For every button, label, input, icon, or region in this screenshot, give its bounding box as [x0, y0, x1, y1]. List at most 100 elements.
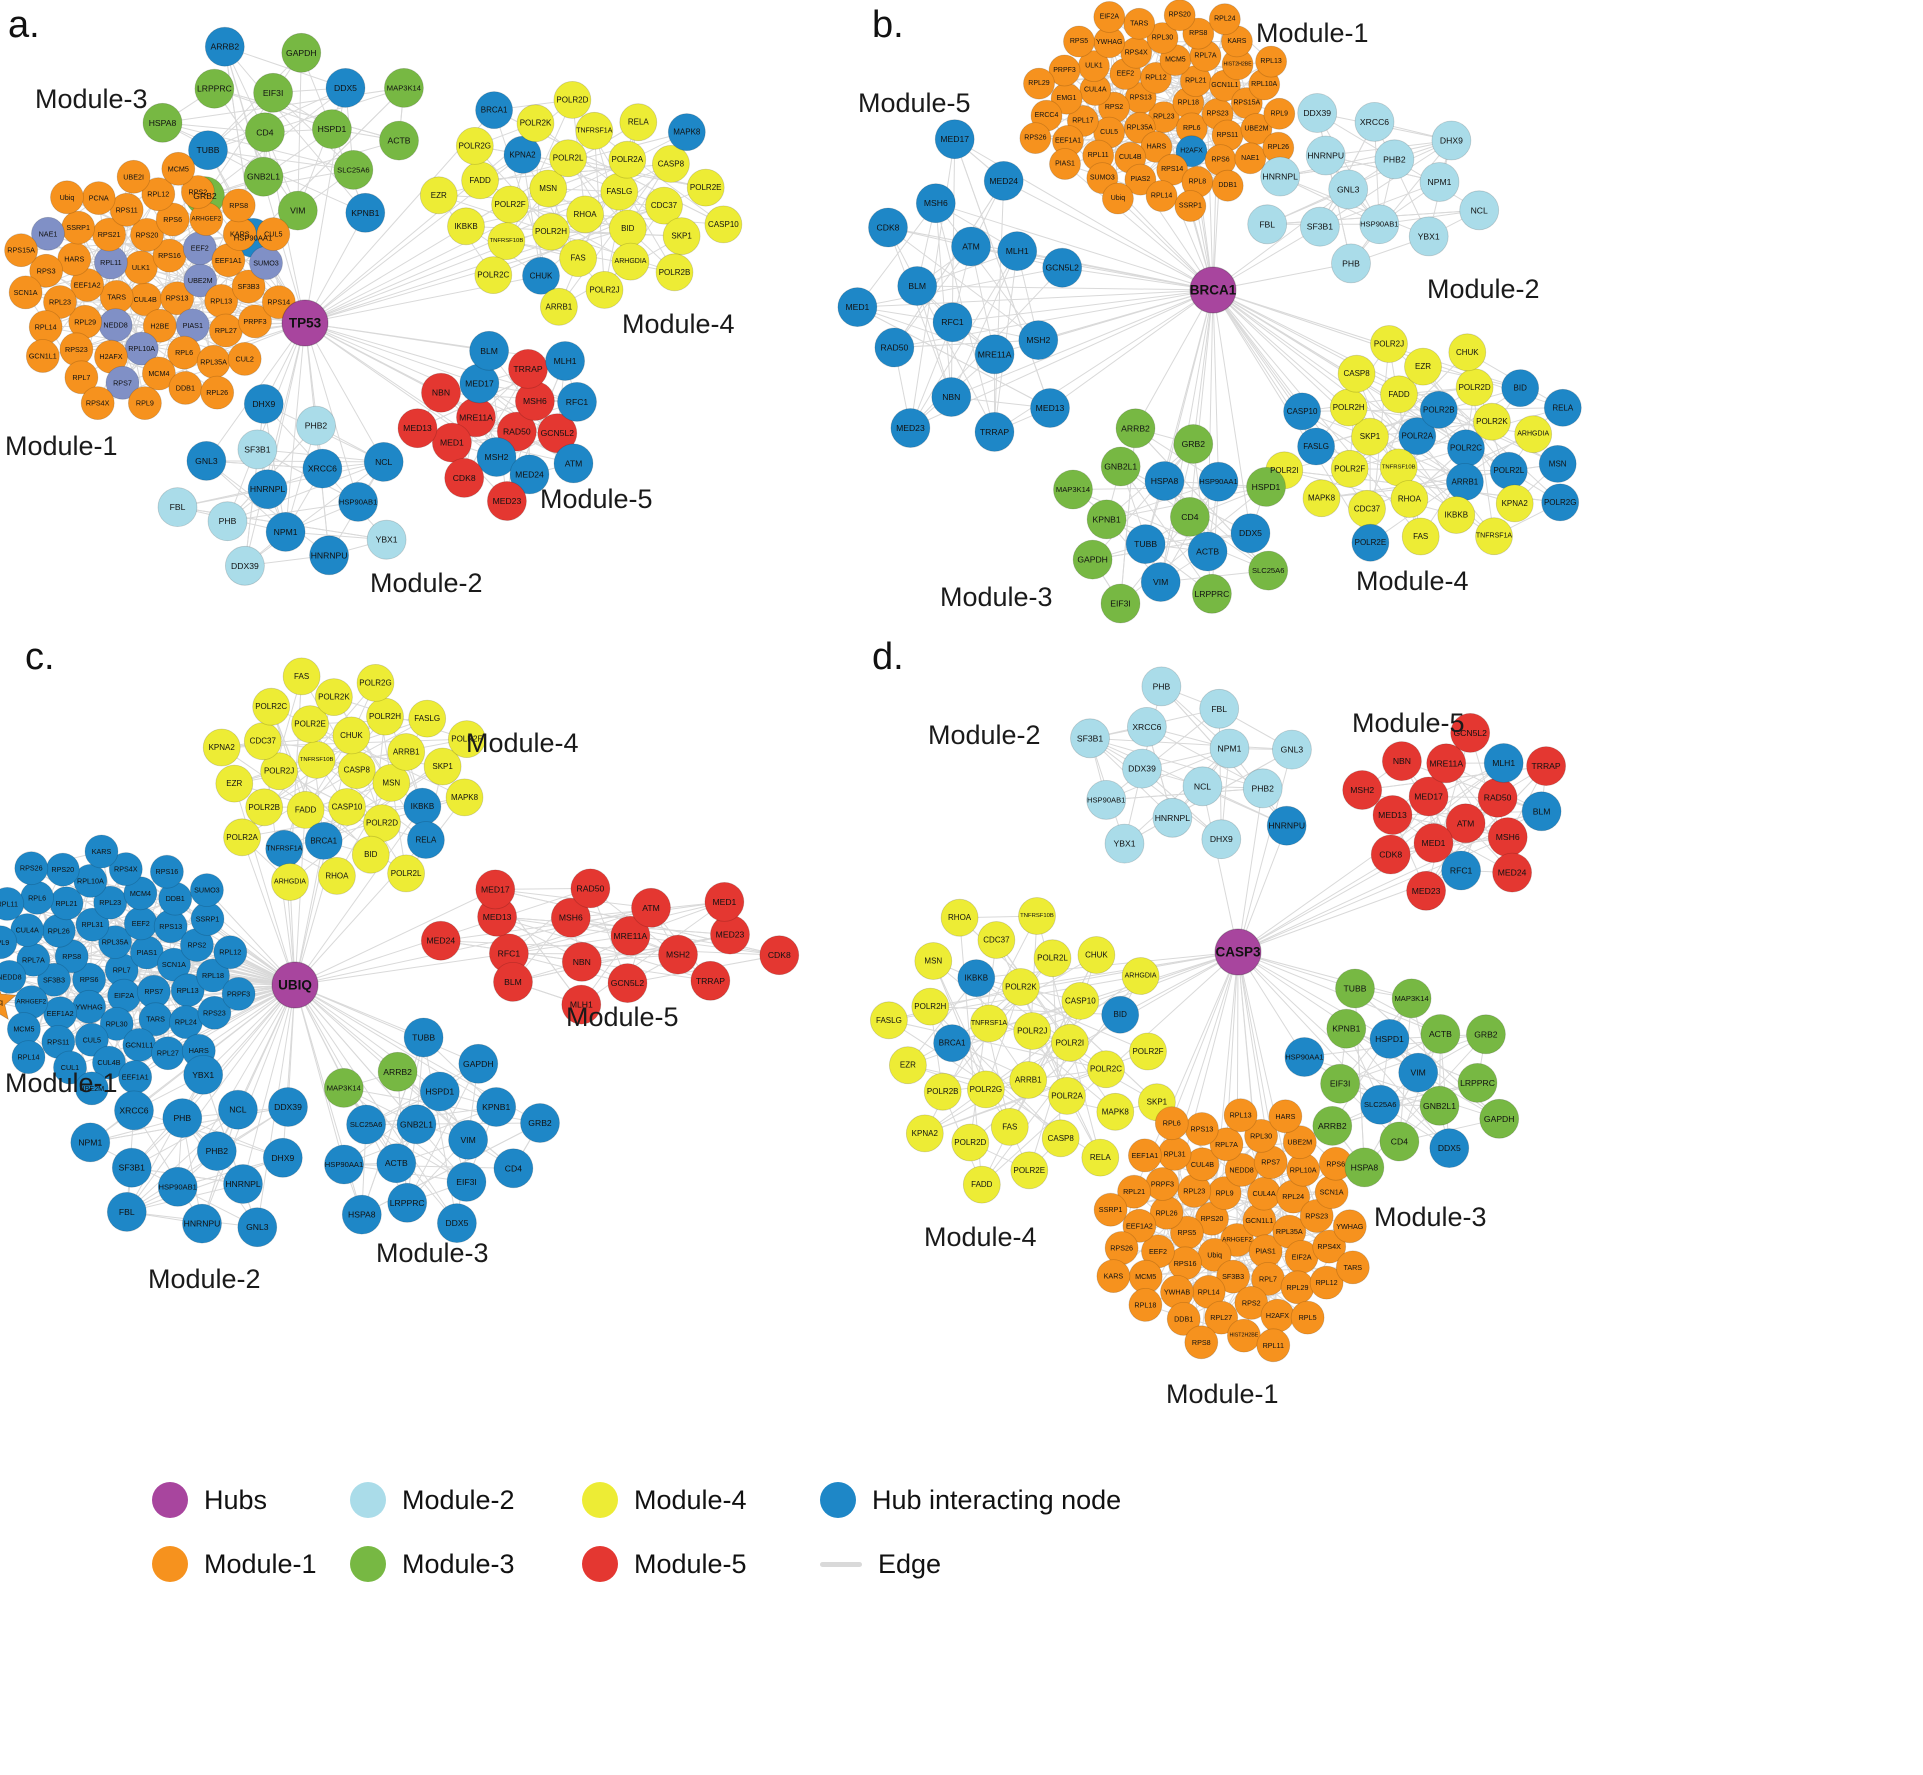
- module-3-swatch-icon: [350, 1546, 386, 1582]
- node-label: RPL10A: [1290, 1165, 1317, 1174]
- node-label: MAPK8: [1308, 494, 1336, 503]
- node: [509, 454, 550, 495]
- node-label: XRCC6: [308, 464, 337, 474]
- node-label: RELA: [415, 836, 437, 845]
- node-label: RFC1: [566, 397, 589, 407]
- node: [611, 242, 650, 281]
- edge: [952, 289, 1214, 323]
- node-label: MSH2: [485, 452, 509, 462]
- node: [1141, 666, 1182, 707]
- node-label: POLR2H: [914, 1002, 946, 1011]
- node-label: ARRB2: [383, 1067, 412, 1077]
- node: [933, 1024, 971, 1062]
- node-label: RPS4X: [86, 399, 110, 408]
- node-label: KARS: [1227, 38, 1246, 45]
- node-label: MSN: [1549, 459, 1567, 468]
- module-label: Module-3: [1374, 1202, 1487, 1232]
- node-label: SKP1: [671, 232, 692, 241]
- node-label: NPM1: [78, 1137, 102, 1147]
- node-label: RPL26: [1156, 1208, 1178, 1217]
- module-label: Module-4: [622, 309, 735, 339]
- node-label: TNFRSF1A: [1476, 533, 1513, 540]
- node: [1374, 139, 1415, 180]
- node-label: DDB1: [1174, 1314, 1193, 1323]
- node-label: TARS: [1343, 1263, 1362, 1272]
- node-label: MLH1: [570, 1000, 593, 1010]
- node-label: UBE2M: [1287, 1138, 1312, 1147]
- node-label: CUL5: [1100, 129, 1118, 136]
- module-label: Module-1: [1256, 18, 1369, 48]
- node-label: MAPK8: [673, 128, 701, 137]
- node: [550, 897, 591, 938]
- node-label: GRB2: [193, 191, 217, 201]
- node: [1360, 1084, 1401, 1125]
- edge: [935, 202, 1214, 291]
- node: [974, 334, 1015, 375]
- node: [142, 102, 183, 143]
- node-label: EEF1A1: [122, 1073, 149, 1082]
- node-label: SSRP1: [1099, 1205, 1123, 1214]
- node: [247, 469, 288, 510]
- node-label: TRRAP: [696, 976, 725, 986]
- node: [309, 535, 350, 576]
- edge: [1202, 786, 1239, 953]
- edge: [1089, 737, 1292, 751]
- node: [106, 1192, 147, 1232]
- node-label: RPS4X: [1317, 1242, 1341, 1251]
- node: [1072, 539, 1113, 580]
- node-label: RPL7A: [22, 955, 45, 964]
- node-label: KPNA2: [209, 743, 236, 752]
- node: [93, 885, 128, 920]
- node: [157, 1166, 198, 1207]
- node: [1309, 1265, 1344, 1300]
- node-label: POLR2L: [1037, 954, 1068, 963]
- node: [0, 887, 25, 921]
- node-label: KPNA2: [912, 1129, 939, 1138]
- node-label: POLR2C: [1450, 444, 1482, 453]
- node: [1297, 93, 1338, 133]
- node-label: UBE2I: [123, 172, 144, 181]
- node: [1247, 204, 1288, 245]
- edge: [1120, 466, 1213, 595]
- node-label: PHB2: [206, 1146, 229, 1156]
- node-label: HSPD1: [1252, 482, 1281, 492]
- node-label: RPS26: [1110, 1244, 1133, 1253]
- node-label: NBN: [1393, 756, 1411, 766]
- node: [658, 934, 698, 975]
- node-label: MAPK8: [451, 793, 479, 802]
- node-label: EEF2: [132, 919, 150, 928]
- node: [1398, 417, 1437, 456]
- node-label: EEF2: [191, 244, 209, 253]
- node-label: SUMO3: [1090, 175, 1115, 182]
- edge: [1192, 289, 1214, 445]
- node: [80, 386, 115, 421]
- node-label: TUBB: [1344, 984, 1367, 994]
- node-label: SF3B1: [119, 1163, 145, 1173]
- node-label: RPL13: [1230, 1111, 1252, 1120]
- node-label: POLR2I: [1270, 466, 1298, 475]
- node-label: RPS26: [20, 864, 43, 873]
- node-label: HSPD1: [318, 124, 347, 134]
- node: [1033, 939, 1072, 978]
- node-label: PHB2: [1251, 783, 1274, 793]
- node: [1328, 169, 1369, 210]
- node-label: TRRAP: [1532, 761, 1561, 771]
- node: [221, 977, 256, 1011]
- node-label: RPS20: [1169, 12, 1191, 19]
- node: [610, 915, 651, 956]
- node-label: MAP3K14: [1394, 994, 1428, 1003]
- node: [1242, 768, 1283, 809]
- edge: [994, 180, 1005, 432]
- node-label: POLR2J: [589, 285, 619, 294]
- node: [127, 386, 162, 421]
- node-label: NAE1: [39, 229, 58, 238]
- node: [444, 457, 485, 498]
- node-label: CUL4B: [1119, 154, 1142, 161]
- node: [1096, 1259, 1131, 1293]
- node-label: GNL3: [1281, 745, 1304, 755]
- node: [1093, 1192, 1128, 1227]
- node-label: HSPA8: [1151, 476, 1179, 486]
- node-label: EIF3I: [1330, 1079, 1351, 1089]
- node: [50, 180, 84, 215]
